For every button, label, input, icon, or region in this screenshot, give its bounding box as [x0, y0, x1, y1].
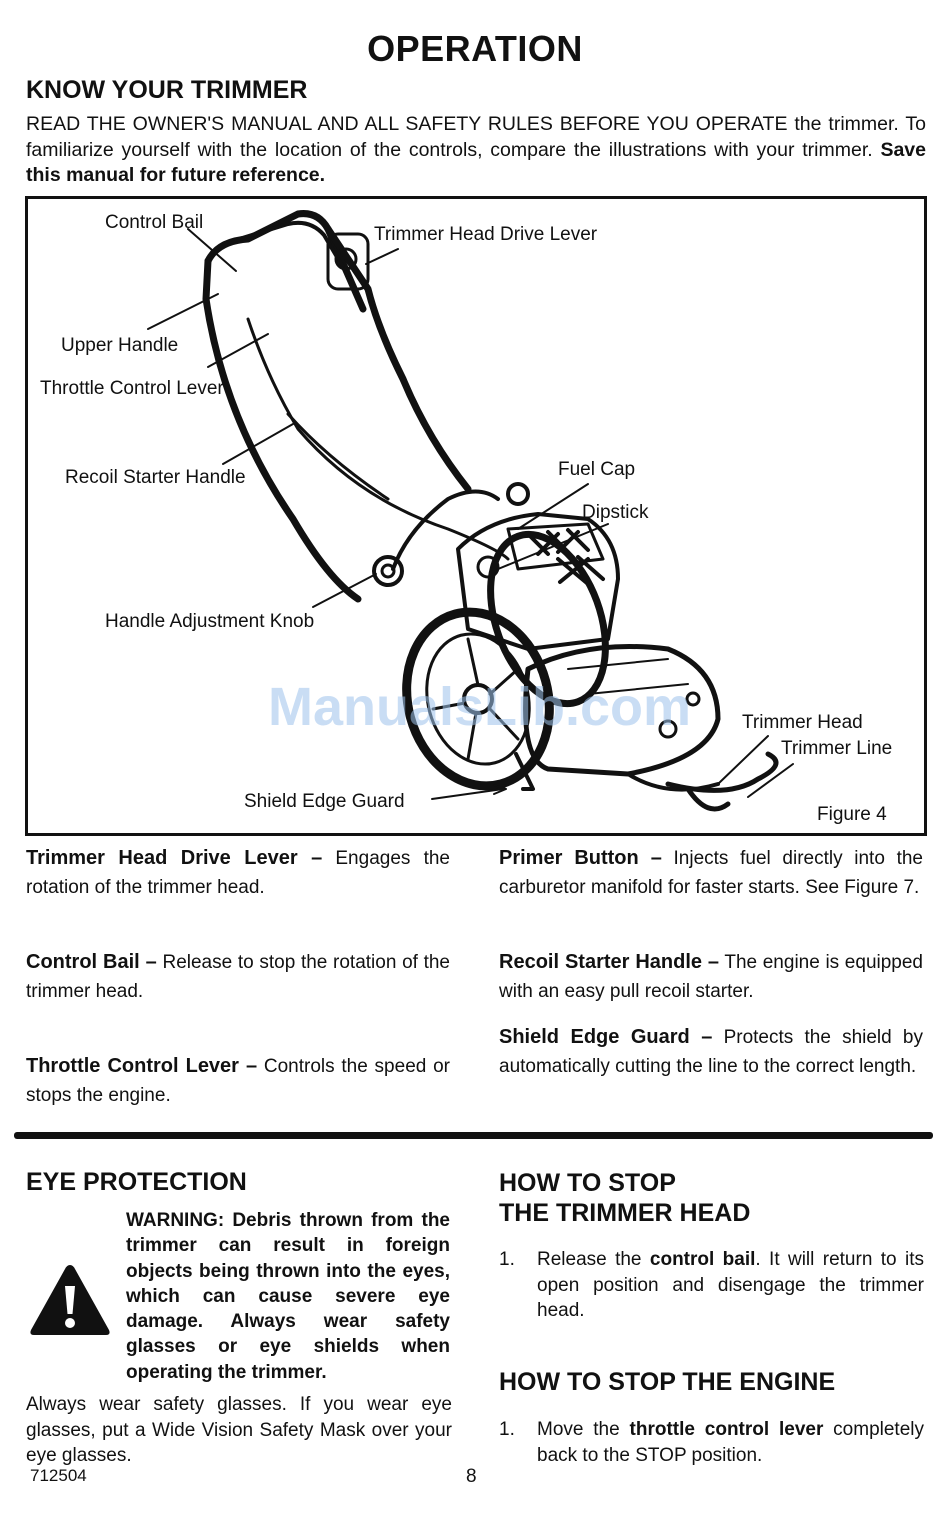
desc-text: The engine is equipped with an easy pull… — [499, 952, 923, 1002]
heading-line: HOW TO STOP — [499, 1169, 676, 1197]
label-control-bail: Control Bail — [105, 212, 204, 233]
stop-engine-heading: HOW TO STOP THE ENGINE — [499, 1368, 836, 1396]
stop-head-step-1: 1. Release the control bail. It will ret… — [499, 1247, 924, 1327]
desc-term: Recoil Starter Handle – — [499, 951, 720, 973]
intro-text: READ THE OWNER'S MANUAL AND ALL SAFETY R… — [26, 113, 926, 161]
desc-term: Primer Button – — [499, 847, 662, 869]
warning-triangle-icon — [30, 1265, 110, 1335]
step-text: Move the throttle control lever complete… — [537, 1417, 924, 1468]
label-trimmer-head: Trimmer Head — [742, 712, 863, 733]
page-title: OPERATION — [367, 28, 583, 69]
label-trimmer-head-drive-lever: Trimmer Head Drive Lever — [374, 224, 598, 245]
desc-trimmer-head-drive-lever: Trimmer Head Drive Lever – Engages the r… — [26, 844, 450, 902]
eye-protection-heading: EYE PROTECTION — [26, 1168, 247, 1196]
step-text-post: . It will return to its open position an… — [537, 1249, 924, 1321]
section-divider — [14, 1132, 933, 1139]
desc-control-bail: Control Bail – Release to stop the rotat… — [26, 948, 450, 1006]
desc-term: Control Bail – — [26, 951, 157, 973]
label-dipstick: Dipstick — [582, 502, 649, 523]
desc-text: Controls the speed or stops the engine. — [26, 1056, 450, 1106]
intro-paragraph: READ THE OWNER'S MANUAL AND ALL SAFETY R… — [26, 112, 926, 189]
model-number: 712504 — [30, 1466, 87, 1485]
know-your-trimmer-heading: KNOW YOUR TRIMMER — [26, 76, 308, 104]
step-number: 1. — [499, 1419, 515, 1440]
eye-warning-text: WARNING: Debris thrown from the trimmer … — [126, 1210, 450, 1383]
figure-caption: Figure 4 — [817, 804, 887, 825]
stop-engine-step-1: 1. Move the throttle control lever compl… — [499, 1417, 924, 1472]
intro-bold-text: Save this manual for future reference. — [26, 138, 926, 187]
step-text-pre: Move the — [537, 1419, 630, 1440]
page-number: 8 — [466, 1466, 477, 1487]
desc-text: Protects the shield by automatically cut… — [499, 1027, 923, 1077]
desc-term: Shield Edge Guard – — [499, 1026, 713, 1048]
label-throttle-control-lever: Throttle Control Lever — [40, 378, 224, 399]
desc-term: Throttle Control Lever – — [26, 1055, 258, 1077]
step-number: 1. — [499, 1249, 515, 1270]
desc-text: Engages the rotation of the trimmer head… — [26, 848, 450, 898]
desc-text: Injects fuel directly into the carbureto… — [499, 848, 923, 898]
eye-protection-body: Always wear safety glasses. If you wear … — [26, 1394, 452, 1466]
desc-primer-button: Primer Button – Injects fuel directly in… — [499, 844, 923, 902]
desc-shield-edge-guard: Shield Edge Guard – Protects the shield … — [499, 1023, 923, 1081]
trimmer-illustration — [147, 210, 794, 812]
desc-text: Release to stop the rotation of the trim… — [26, 952, 450, 1002]
step-text-bold: throttle control lever — [629, 1419, 824, 1440]
step-text-post: completely back to the STOP position. — [537, 1419, 924, 1466]
label-upper-handle: Upper Handle — [61, 335, 179, 356]
desc-throttle-control-lever: Throttle Control Lever – Controls the sp… — [26, 1052, 450, 1110]
label-handle-adjustment-knob: Handle Adjustment Knob — [105, 611, 315, 632]
figure-4: Control Bail Trimmer Head Drive Lever Up… — [25, 196, 927, 836]
desc-term: Trimmer Head Drive Lever – — [26, 847, 323, 869]
step-text-pre: Release the — [537, 1249, 650, 1270]
desc-recoil-starter-handle: Recoil Starter Handle – The engine is eq… — [499, 948, 923, 1006]
label-fuel-cap: Fuel Cap — [558, 459, 636, 480]
step-text-bold: control bail — [649, 1249, 756, 1270]
label-trimmer-line: Trimmer Line — [781, 738, 893, 759]
step-text: Release the control bail. It will return… — [537, 1247, 924, 1324]
label-shield-edge-guard: Shield Edge Guard — [244, 791, 405, 812]
heading-line: THE TRIMMER HEAD — [499, 1199, 751, 1227]
label-recoil-starter-handle: Recoil Starter Handle — [65, 467, 246, 488]
watermark: ManualsLib.com — [268, 677, 692, 737]
